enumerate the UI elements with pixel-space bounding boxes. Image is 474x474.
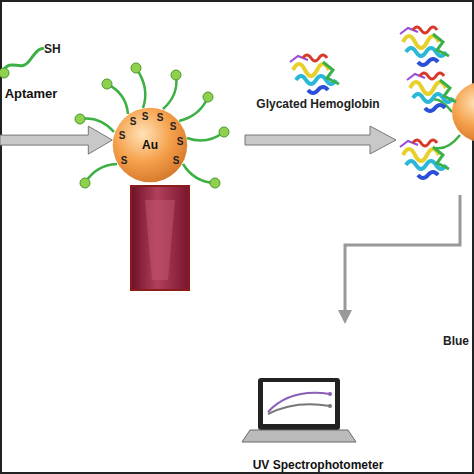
block-arrow: [0, 126, 112, 154]
nanoparticle-body: [113, 108, 187, 182]
hemoglobin-protein: [290, 55, 339, 93]
annotation-label: Blue: [443, 334, 469, 348]
sulfur-label: S: [157, 112, 164, 123]
aptamer-heads: [75, 63, 229, 188]
aptamer-end: [0, 68, 9, 78]
thiol-strands: [80, 68, 224, 183]
sulfur-label: S: [121, 155, 128, 166]
aptamer-strand: [2, 48, 44, 72]
process-arrow: [245, 126, 396, 154]
annotation-label: SH: [44, 42, 61, 56]
aunp-complex: [400, 27, 474, 178]
red-tube-photo: [131, 186, 189, 290]
tube-highlight: [145, 200, 175, 280]
sulfur-label: S: [177, 136, 184, 147]
text-node: UV Spectrophotometer: [236, 372, 400, 472]
branch-arrowhead: [338, 310, 352, 324]
sulfur-label: S: [130, 116, 137, 127]
node-text: Aptamer: [5, 86, 58, 101]
laptop-icon: [242, 378, 356, 442]
node-text: UV Spectrophotometer: [253, 458, 384, 472]
sulfur-label: S: [142, 111, 149, 122]
branch-line: [345, 195, 460, 312]
annotation-label: Glycated Hemoglobin: [256, 97, 379, 111]
sulfur-label: S: [170, 121, 177, 132]
text-node: Aptamer: [0, 86, 62, 152]
node-text: Au: [142, 138, 158, 152]
sulfur-label: S: [173, 155, 180, 166]
sulfur-label: S: [119, 130, 126, 141]
nanoparticle-circle: Au: [112, 107, 188, 183]
